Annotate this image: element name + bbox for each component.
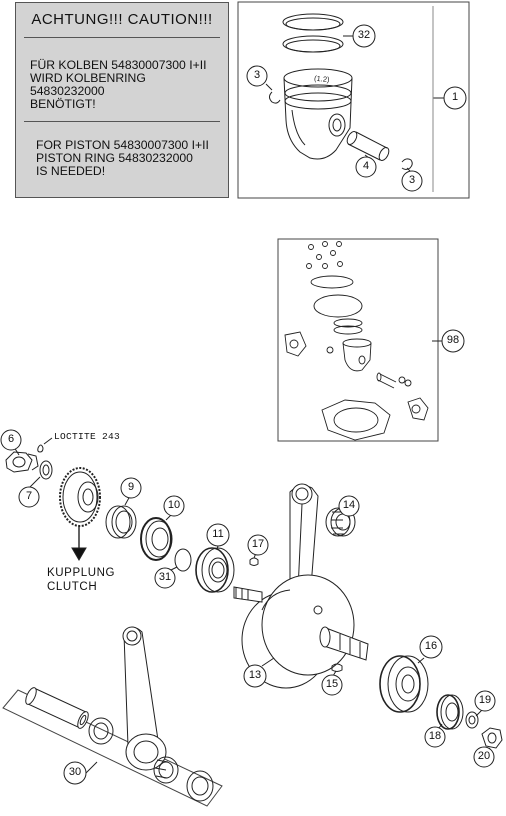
callout-15: 15 — [325, 678, 339, 690]
callout-circle-15 — [321, 674, 343, 696]
callout-circle-13 — [243, 664, 267, 688]
leader-13 — [261, 657, 275, 667]
woodruff-key-top-drawing — [249, 557, 259, 566]
callout-16: 16 — [424, 640, 438, 652]
callout-13: 13 — [248, 669, 262, 681]
callout-circle-3b — [401, 170, 423, 192]
callout-18: 18 — [428, 730, 442, 742]
circlip-right-drawing — [401, 158, 413, 170]
leader-7 — [28, 476, 41, 489]
callout-19: 19 — [478, 694, 492, 706]
gasket-kit-drawing — [284, 241, 429, 441]
woodruff-key-bottom-drawing — [331, 663, 343, 672]
down-arrow-icon — [71, 547, 87, 561]
notice-heading: ACHTUNG!!! CAUTION!!! — [31, 11, 213, 28]
callout-7: 7 — [25, 490, 33, 502]
callout-circle-1 — [443, 86, 467, 110]
callout-17: 17 — [251, 538, 265, 550]
callout-32: 32 — [357, 29, 371, 41]
circlip-left-drawing — [269, 91, 281, 104]
callout-circle-7 — [18, 486, 40, 508]
callout-circle-31 — [154, 567, 176, 589]
callout-10: 10 — [167, 499, 181, 511]
callout-circle-18 — [424, 726, 446, 748]
callout-circle-20 — [473, 746, 495, 768]
callout-4: 4 — [362, 160, 370, 172]
shaft-seal-drawing — [140, 517, 173, 561]
callout-circle-17 — [247, 534, 269, 556]
piston-kit-frame — [237, 1, 470, 199]
callout-1: 1 — [451, 91, 459, 103]
loctite-droplet-icon — [37, 444, 44, 453]
gasket-kit-frame — [277, 238, 439, 442]
o-ring-drawing — [174, 548, 192, 572]
callout-circle-16 — [419, 635, 443, 659]
main-bearing-left-drawing — [195, 547, 235, 593]
leader-30 — [85, 761, 98, 774]
callout-3b: 3 — [408, 174, 416, 186]
callout-circle-30 — [63, 761, 87, 785]
notice-divider-middle — [24, 121, 220, 122]
piston-rings-drawing — [282, 13, 344, 53]
piston-drawing — [283, 68, 353, 160]
leader-11 — [216, 545, 219, 550]
notice-divider-top — [24, 37, 220, 38]
crankshaft-drawing — [233, 483, 369, 689]
callout-3a: 3 — [253, 69, 261, 81]
callout-circle-6 — [0, 429, 22, 451]
main-bearing-right-drawing — [379, 655, 429, 713]
notice-text-german: FÜR KOLBEN 54830007300 I+II WIRD KOLBENR… — [30, 58, 207, 111]
loctite-label: LOCTITE 243 — [54, 431, 121, 442]
callout-circle-9 — [120, 477, 142, 499]
crankshaft-nut-drawing — [5, 451, 39, 473]
leader-3a — [265, 83, 273, 91]
primary-gear-drawing — [59, 467, 101, 527]
callout-98: 98 — [446, 334, 460, 346]
conrod-kit-base — [2, 689, 223, 807]
callout-circle-3a — [246, 65, 268, 87]
shaft-seal-right-drawing — [436, 694, 464, 730]
notice-text-english: FOR PISTON 54830007300 I+II PISTON RING … — [36, 138, 209, 178]
callout-30: 30 — [68, 766, 82, 778]
piston-crown-marking: (1.2) — [314, 74, 331, 85]
callout-circle-19 — [474, 690, 496, 712]
callout-circle-10 — [163, 495, 185, 517]
loctite-leader — [43, 437, 53, 445]
callout-circle-11 — [206, 523, 230, 547]
callout-14: 14 — [342, 499, 356, 511]
callout-circle-4 — [355, 156, 377, 178]
callout-circle-14 — [338, 495, 360, 517]
washer-drawing — [465, 711, 479, 729]
bushing-drawing — [105, 505, 137, 539]
leader-16 — [417, 657, 425, 664]
clutch-label: KUPPLUNG CLUTCH — [47, 567, 116, 593]
piston-pin-drawing — [346, 131, 390, 161]
lock-washer-drawing — [39, 460, 53, 480]
caution-notice: ACHTUNG!!! CAUTION!!! FÜR KOLBEN 5483000… — [15, 2, 229, 198]
callout-9: 9 — [127, 481, 135, 493]
callout-6: 6 — [7, 433, 15, 445]
callout-31: 31 — [158, 571, 172, 583]
leader-19 — [475, 709, 483, 717]
conrod-kit-drawing — [25, 626, 214, 802]
callout-circle-98 — [441, 329, 465, 353]
callout-circle-32 — [352, 24, 376, 48]
callout-11: 11 — [212, 528, 224, 540]
flange-nut-drawing — [481, 727, 503, 749]
callout-20: 20 — [477, 750, 491, 762]
